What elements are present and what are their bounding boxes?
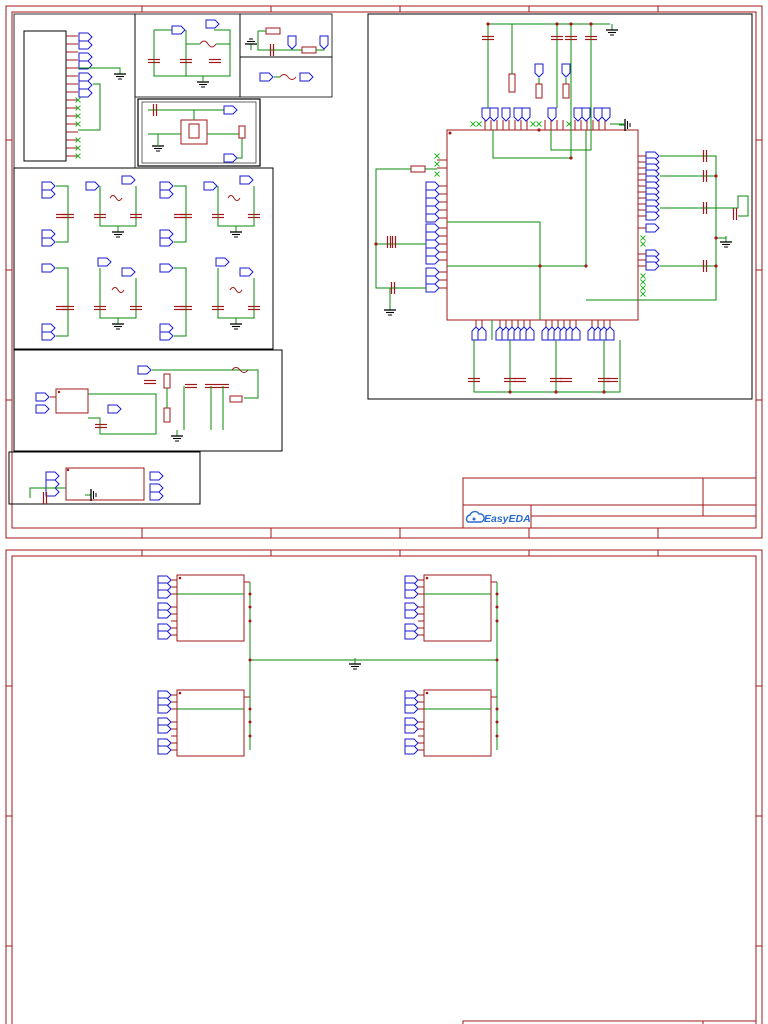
ic-unit-bottom-left [157,689,250,757]
sheet-2 [5,549,763,1024]
net-flag-icon [299,72,314,82]
sheet-1: EasyEDA [5,5,763,539]
cloud-icon [465,510,485,523]
no-connect-icon [434,153,440,177]
sheet-2-border-ticks [6,550,762,947]
net-flag-icon [404,690,419,755]
net-flag-icon [404,575,419,640]
ground-icon [605,23,619,36]
net-flag-icon [171,25,186,35]
ground-icon [170,429,184,442]
net-flag-icon [319,35,329,50]
net-flag-icon [157,575,172,640]
net-flag-icon [259,72,274,82]
net-flag-icon [205,19,220,29]
crystal-block [134,13,241,98]
regulator-block [137,98,261,167]
title-block: EasyEDA [462,477,757,529]
net-flag-icon [645,151,660,271]
mcu-block [367,13,753,400]
net-flag-icon [425,181,440,293]
net-flag-icon [287,35,297,50]
net-flag-icon [223,105,238,115]
net-flag-icon [223,153,238,163]
ground-icon [244,38,258,51]
reset-block [239,13,333,98]
brand-label: EasyEDA [484,513,531,525]
power-supply-block [13,349,283,452]
net-flag-icon [471,326,615,341]
crystal-cell [41,257,143,341]
net-flag-icon [78,32,93,98]
ic-unit-top-left [157,574,250,642]
ground-icon [113,67,127,80]
crystal-grid-block [13,167,274,350]
ground-icon [383,303,397,316]
crystal-cell [159,257,261,341]
ic-unit-bottom-right [404,689,497,757]
no-connect-icon [75,97,81,159]
interface-block [8,451,201,505]
connector-block [13,13,136,169]
net-flag-icon [157,690,172,755]
sheet-1-border-ticks [6,6,762,538]
ic-unit-top-right [404,574,497,642]
crystal-cell [159,175,261,247]
ground-icon [618,118,631,132]
crystal-cell [41,175,143,247]
